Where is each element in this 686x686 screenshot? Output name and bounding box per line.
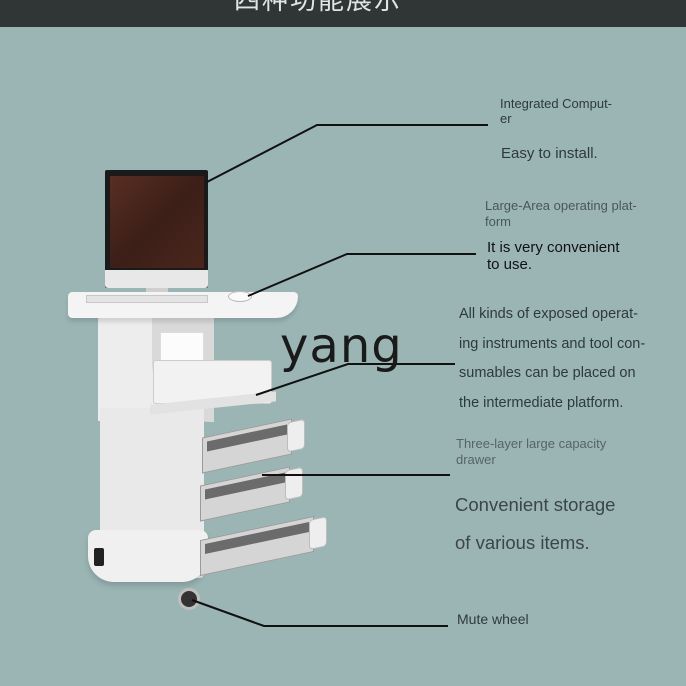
callout-platform-desc-line2: to use. xyxy=(487,256,533,273)
callout-wheel-title: Mute wheel xyxy=(457,611,529,627)
callout-computer-title-line2: er xyxy=(500,111,512,126)
callout-drawer-title: Three-layer large capacity drawer xyxy=(456,436,606,468)
callout-intermediate-line1: All kinds of exposed operat- xyxy=(459,306,638,322)
callout-intermediate-line2: ing instruments and tool con- xyxy=(459,335,646,352)
monitor-screen xyxy=(110,176,204,268)
callout-platform-title-line2: form xyxy=(485,214,511,229)
callout-intermediate-line4: the intermediate platform. xyxy=(459,394,624,411)
leader-line-wheel xyxy=(191,599,448,627)
callout-drawer-title-line1: Three-layer large capacity xyxy=(456,436,607,451)
callout-platform-title: Large-Area operating plat- form xyxy=(485,198,637,230)
keyboard xyxy=(86,295,208,303)
callout-computer-desc: Easy to install. xyxy=(501,145,598,162)
header-bar: 四种功能展示 xyxy=(0,0,686,27)
cart-base xyxy=(88,530,208,582)
callout-platform-desc: It is very convenient to use. xyxy=(487,239,620,273)
mouse xyxy=(228,291,252,302)
leader-line-intermediate xyxy=(255,363,455,396)
callout-drawer-desc: Convenient storage of various items. xyxy=(455,486,615,562)
callout-drawer-title-line2: drawer xyxy=(456,452,496,467)
callout-platform-desc-line1: It is very convenient xyxy=(487,239,620,256)
leader-line-platform xyxy=(247,253,476,297)
callout-computer-title-line1: Integrated Comput- xyxy=(500,96,613,111)
monitor-chin xyxy=(105,270,208,288)
callout-intermediate-desc: All kinds of exposed operat- ing instrum… xyxy=(459,300,645,418)
callout-drawer-desc-line1: Convenient storage xyxy=(455,494,616,515)
callout-platform-title-line1: Large-Area operating plat- xyxy=(485,198,637,213)
caster-leg-left xyxy=(94,548,104,566)
header-title: 四种功能展示 xyxy=(234,0,403,16)
wheel-front xyxy=(178,588,200,610)
callout-computer-title: Integrated Comput- er xyxy=(500,96,612,126)
callout-drawer-desc-line2: of various items. xyxy=(455,532,590,553)
watermark-text: yang xyxy=(280,318,403,374)
leader-line-computer xyxy=(206,124,488,183)
callout-intermediate-line3: sumables can be placed on xyxy=(459,365,636,381)
